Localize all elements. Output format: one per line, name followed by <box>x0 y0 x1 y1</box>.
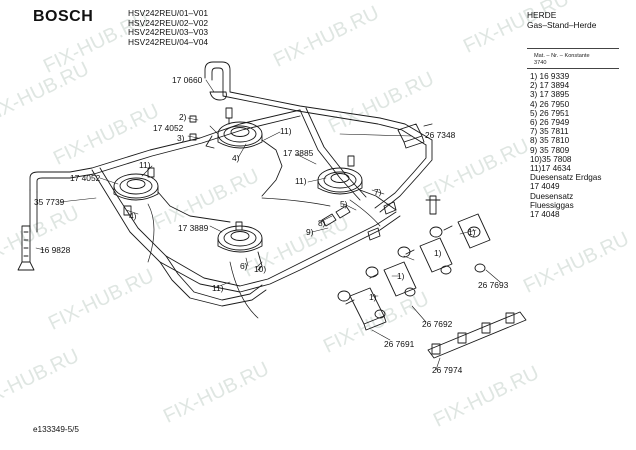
product-line-1: HERDE <box>527 10 557 20</box>
product-title: HERDE Gas–Stand–Herde <box>527 10 597 30</box>
callout-label: 5) <box>340 199 348 209</box>
parts-list-item: Fluessiggas <box>530 200 574 210</box>
callout-label: 26 7974 <box>432 365 463 375</box>
parts-list-item: 4) 26 7950 <box>530 99 570 109</box>
callout-label: 17 4052 <box>70 173 101 183</box>
parts-list-item: 7) 35 7811 <box>530 127 569 137</box>
callout-label: 26 7693 <box>478 280 509 290</box>
callout-label: 9) <box>306 227 314 237</box>
callout-label: 26 7692 <box>422 319 453 329</box>
divider <box>527 48 619 49</box>
model-number: HSV242REU/01–V01 <box>128 8 209 18</box>
gas-tap-row <box>345 213 491 331</box>
callout-label: 16 9828 <box>40 245 71 255</box>
callout-label: 1) <box>468 227 476 237</box>
model-list: HSV242REU/01–V01 HSV242REU/02–V02 HSV242… <box>128 8 209 47</box>
parts-list-item: 6) 26 7949 <box>530 118 570 128</box>
callout-label: 1) <box>434 248 442 258</box>
parts-list-item: Duesensatz <box>530 191 574 201</box>
parts-list-item: 9) 35 7809 <box>530 145 570 155</box>
callout-label: 11) <box>295 176 307 186</box>
callout-label: 10) <box>254 264 267 274</box>
burner-3 <box>317 155 397 211</box>
burner-2 <box>113 167 231 223</box>
gas-rail-frame <box>29 61 433 307</box>
callout-label: 1) <box>369 292 377 302</box>
ignition-wires <box>147 197 381 319</box>
callout-label: 4) <box>232 153 240 163</box>
callout-label: 26 7691 <box>384 339 415 349</box>
callout-label: 1) <box>397 271 405 281</box>
callout-label: 3) <box>177 133 185 143</box>
parts-list-item: 8) 35 7810 <box>530 136 570 146</box>
material-header-value: 3740 <box>534 59 547 66</box>
callout-label: 35 7739 <box>34 197 65 207</box>
callout-label: 17 4052 <box>153 123 184 133</box>
callout-label: 7) <box>374 187 382 197</box>
parts-list-item: 11)17 4634 <box>530 164 571 174</box>
material-header-label: Mat. – Nr. – Konstante <box>534 53 590 59</box>
connectors <box>321 201 397 241</box>
document-code: e133349-5/5 <box>33 425 79 434</box>
callout-label: 2) <box>179 112 187 122</box>
parts-list-item: 1) 16 9339 <box>530 72 570 81</box>
callout-label: 17 3885 <box>283 148 314 158</box>
small-fittings <box>189 91 441 215</box>
parts-list-item: 17 4049 <box>530 182 560 192</box>
product-line-2: Gas–Stand–Herde <box>527 19 597 30</box>
inlet-pipe <box>17 189 38 271</box>
callout-label: 4) <box>129 211 137 221</box>
bracket-strip <box>427 311 527 359</box>
parts-list: 1) 16 9339 2) 17 3894 3) 17 3895 4) 26 7… <box>530 72 601 219</box>
callout-label: 17 0660 <box>172 75 203 85</box>
nozzles <box>337 226 486 319</box>
leader-lines <box>35 79 501 371</box>
parts-list-item: 2) 17 3894 <box>530 81 570 91</box>
model-number: HSV242REU/04–V04 <box>128 36 209 47</box>
parts-list-item: 5) 26 7951 <box>530 108 570 118</box>
burner-4 <box>217 221 263 271</box>
model-number: HSV242REU/02–V02 <box>128 17 209 28</box>
callout-label: 26 7348 <box>425 130 456 140</box>
material-number-header: Mat. – Nr. – Konstante 3740 <box>534 53 590 66</box>
callout-label: 6) <box>240 261 248 271</box>
callout-label: 11) <box>212 283 224 293</box>
callout-label: 8) <box>318 218 326 228</box>
parts-list-item: Duesensatz Erdgas <box>530 173 602 183</box>
parts-list-item: 3) 17 3895 <box>530 90 570 100</box>
callout-label: 17 3889 <box>178 223 209 233</box>
divider <box>527 68 619 69</box>
model-number: HSV242REU/03–V03 <box>128 27 209 38</box>
callout-label: 11) <box>280 126 292 136</box>
parts-list-item: 10)35 7808 <box>530 154 572 164</box>
burner-1 <box>205 107 283 197</box>
callout-label: 11) <box>139 160 151 170</box>
parts-list-item: 17 4048 <box>530 210 560 220</box>
brand-logo: BOSCH <box>33 8 94 25</box>
